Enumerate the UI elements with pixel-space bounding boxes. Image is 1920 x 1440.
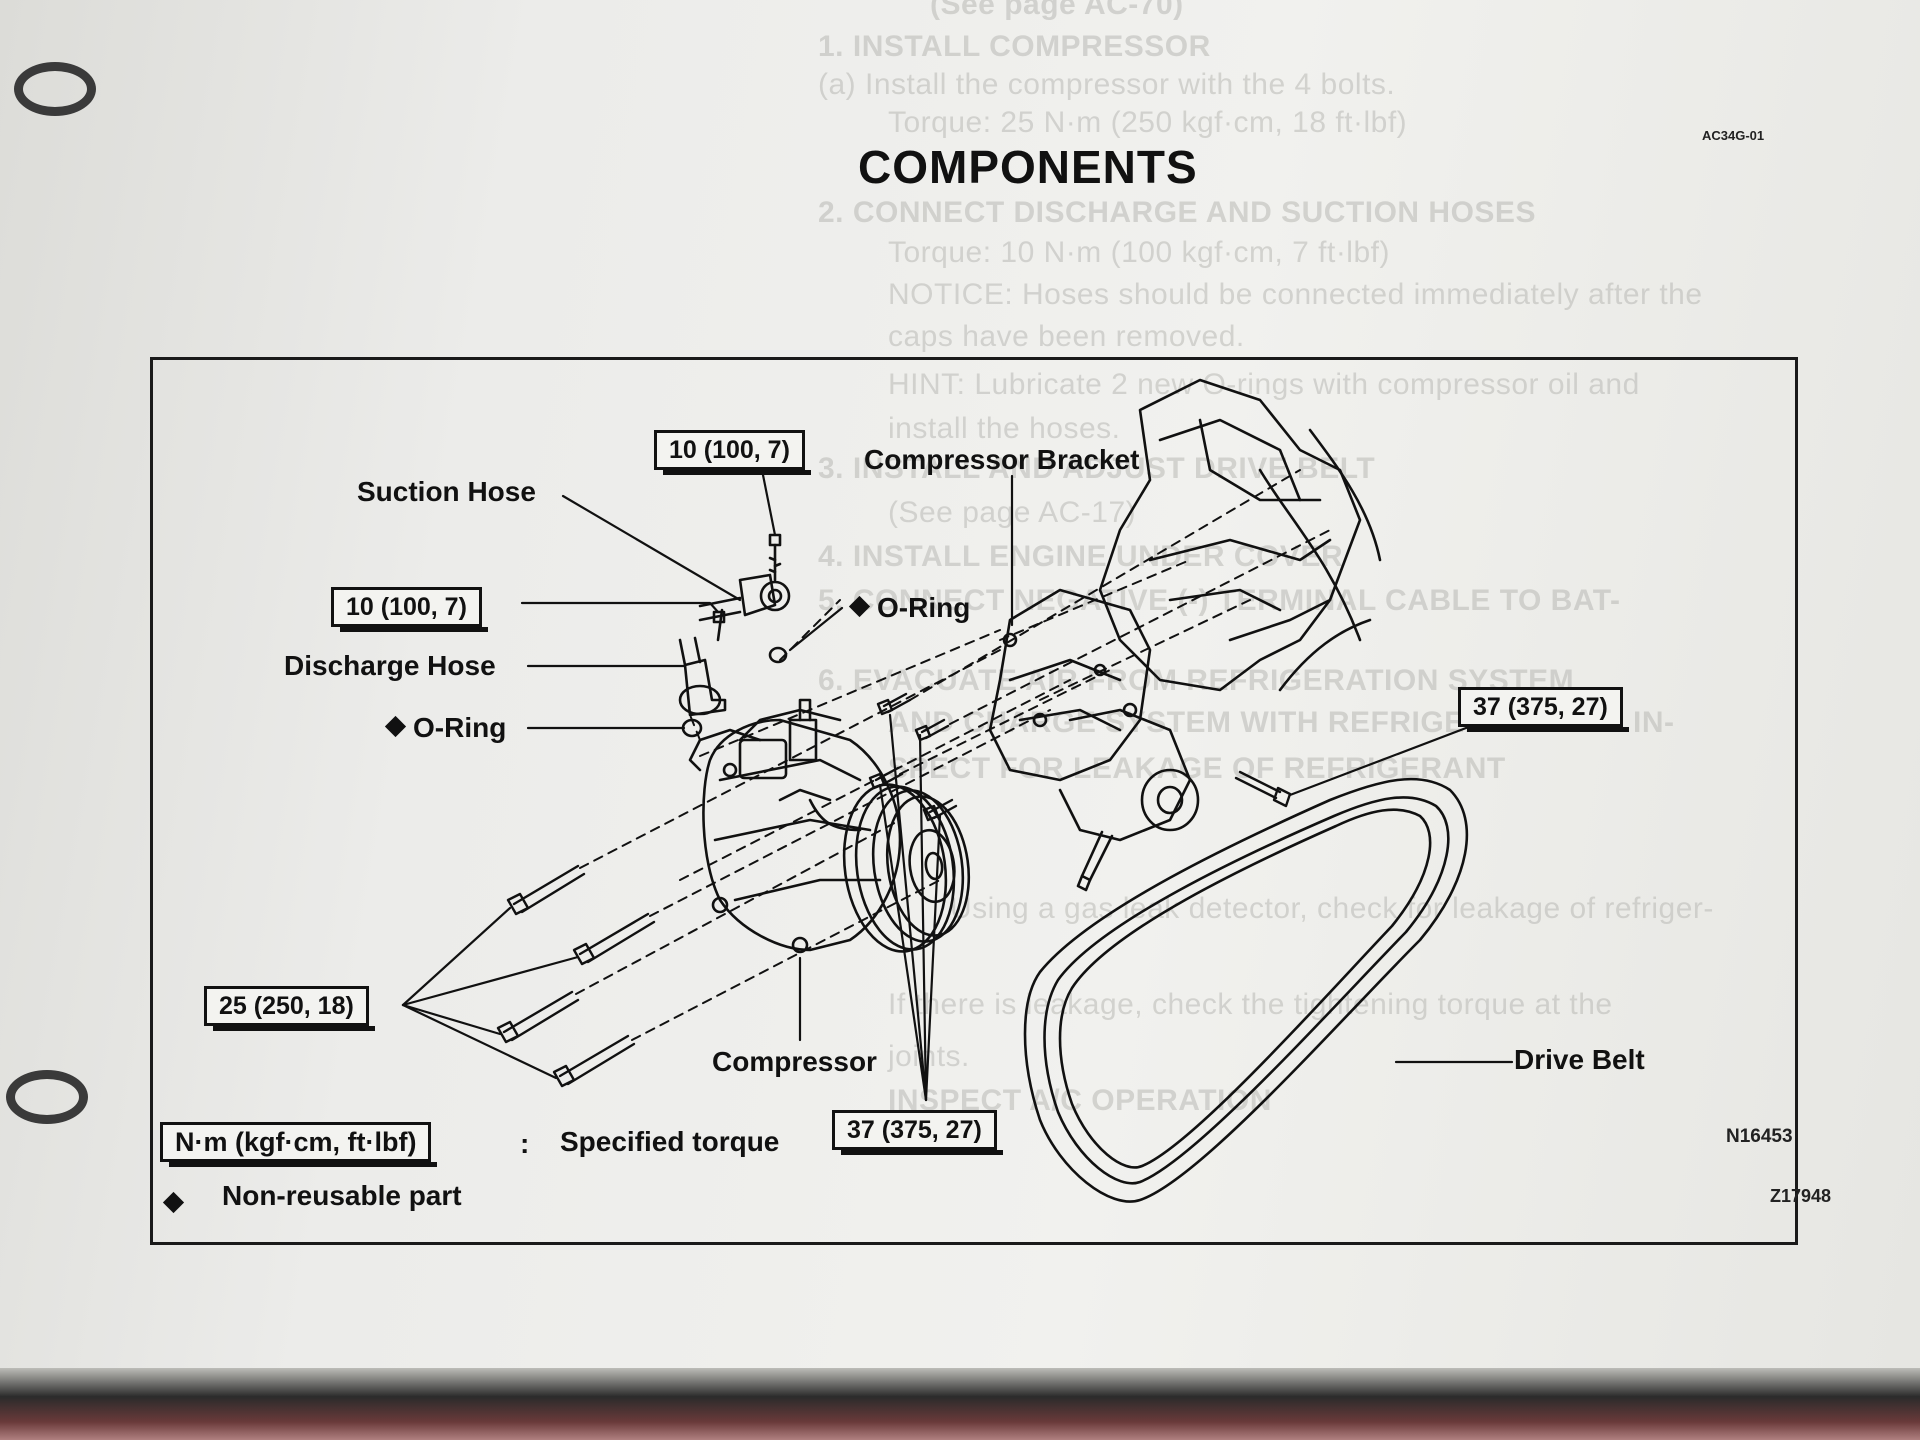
torque-box-top: 10 (100, 7) bbox=[654, 430, 811, 475]
o-ring-right-text: O-Ring bbox=[877, 592, 971, 623]
components-diagram bbox=[401, 378, 1514, 1203]
compressor-bracket-drawing bbox=[988, 588, 1200, 892]
ghost-line: Torque: 25 N·m (250 kgf·cm, 18 ft·lbf) bbox=[888, 106, 1408, 139]
legend-unit-box: N·m (kgf·cm, ft·lbf) bbox=[160, 1122, 438, 1167]
ghost-line: Torque: 10 N·m (100 kgf·cm, 7 ft·lbf) bbox=[888, 236, 1390, 269]
torque-box-compressor-bolts: 25 (250, 18) bbox=[204, 986, 375, 1031]
non-reusable-diamond-icon bbox=[384, 716, 407, 738]
ghost-line: Using a gas leak detector, check for lea… bbox=[950, 892, 1714, 925]
leader-lines bbox=[401, 468, 1514, 1102]
binder-ring-bottom bbox=[6, 1070, 88, 1124]
alignment-lines bbox=[575, 469, 1331, 1041]
ghost-line: 5. CONNECT NEGATIVE (-) TERMINAL CABLE T… bbox=[818, 584, 1621, 617]
torque-box-bracket-bolts: 37 (375, 27) bbox=[832, 1110, 1003, 1155]
legend-non-reusable: Non-reusable part bbox=[222, 1180, 462, 1211]
torque-box-right: 37 (375, 27) bbox=[1458, 687, 1629, 732]
ghost-line: NOTICE: Hoses should be connected immedi… bbox=[888, 278, 1703, 311]
binder-ring-top bbox=[14, 62, 96, 116]
discharge-hose-label: Discharge Hose bbox=[284, 650, 496, 681]
figure-number: N16453 bbox=[1726, 1126, 1793, 1147]
ghost-line: 2. CONNECT DISCHARGE AND SUCTION HOSES bbox=[818, 196, 1536, 229]
ghost-line: If there is leakage, check the tightenin… bbox=[888, 988, 1613, 1021]
suction-hose-label: Suction Hose bbox=[357, 476, 536, 507]
ghost-line: 1. INSTALL COMPRESSOR bbox=[818, 30, 1211, 63]
legend-specified-torque: Specified torque bbox=[560, 1126, 780, 1157]
o-ring-left-text: O-Ring bbox=[413, 712, 507, 743]
ghost-line: caps have been removed. bbox=[888, 320, 1245, 353]
diagram-frame bbox=[150, 357, 1798, 1245]
page-title: COMPONENTS bbox=[858, 141, 1198, 193]
drive-belt-drawing bbox=[1023, 777, 1469, 1203]
binder-edge bbox=[0, 1368, 1920, 1440]
reference-code: AC34G-01 bbox=[1702, 128, 1765, 143]
compressor-label: Compressor bbox=[712, 1046, 877, 1077]
ghost-line: (a) Install the compressor with the 4 bo… bbox=[818, 68, 1396, 101]
engine-block-drawing bbox=[1098, 378, 1382, 692]
ghost-line: HINT: Lubricate 2 new O-rings with compr… bbox=[888, 368, 1640, 401]
bracket-mounting-bolts bbox=[868, 692, 1292, 822]
legend-colon: : bbox=[520, 1128, 530, 1159]
figure-code: Z17948 bbox=[1770, 1186, 1832, 1206]
torque-box-left: 10 (100, 7) bbox=[331, 587, 488, 632]
ghost-line: (See page AC-70) bbox=[930, 0, 1184, 21]
drive-belt-label: Drive Belt bbox=[1514, 1044, 1645, 1075]
compressor-mounting-bolts bbox=[496, 864, 656, 1088]
ghost-line: install the hoses. bbox=[888, 412, 1121, 445]
discharge-hose-drawing bbox=[678, 608, 727, 717]
non-reusable-diamond-icon bbox=[848, 596, 871, 618]
o-ring-left-label: O-Ring bbox=[384, 712, 507, 744]
compressor-bracket-label: Compressor Bracket bbox=[864, 444, 1140, 475]
o-ring-right-label: O-Ring bbox=[848, 592, 971, 624]
